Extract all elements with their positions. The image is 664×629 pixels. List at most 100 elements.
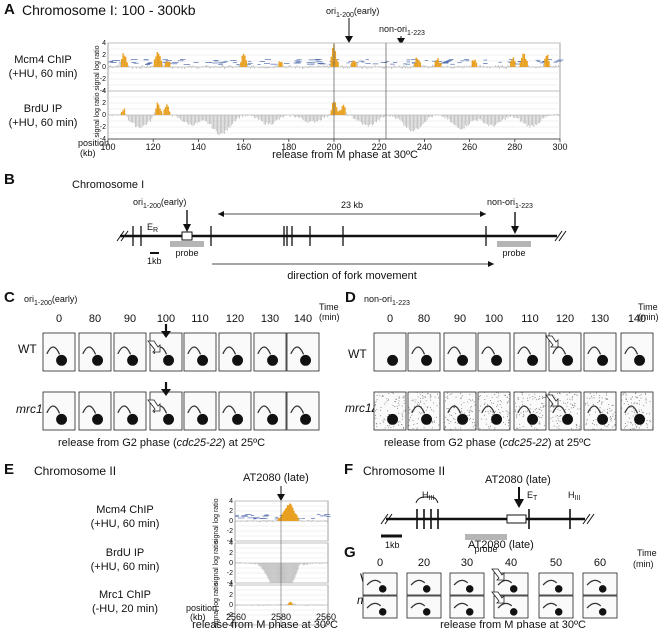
background-speck (416, 429, 418, 431)
background-speck (474, 428, 476, 430)
background-speck (462, 395, 464, 397)
gel-blot (183, 391, 217, 431)
break-mark-right-2 (558, 230, 567, 242)
background-speck (634, 402, 636, 404)
time-point-label: 0 (56, 313, 62, 325)
chart-e-brdu: 420-2-4 (227, 540, 329, 587)
background-speck (553, 406, 555, 408)
background-speck (419, 397, 421, 399)
background-speck (477, 427, 479, 429)
background-speck (562, 402, 564, 404)
background-speck (552, 420, 554, 422)
background-speck (417, 418, 419, 420)
background-speck (568, 408, 570, 410)
background-speck (469, 410, 471, 412)
background-speck (462, 429, 464, 431)
x-tick-label: 260 (462, 142, 477, 152)
background-speck (556, 391, 558, 393)
time-label-g: Time (637, 548, 657, 558)
background-speck (541, 402, 543, 404)
ylabel-e3: signal log ratio (213, 582, 220, 627)
background-speck (587, 404, 589, 406)
time-point-label: 130 (591, 313, 609, 325)
background-speck (420, 400, 422, 402)
background-speck (614, 411, 616, 413)
background-speck (376, 426, 378, 428)
background-speck (402, 397, 404, 399)
replication-arc (290, 346, 305, 355)
time-point-label: 110 (191, 313, 209, 325)
x-tick-label: 2560 (226, 612, 246, 622)
y-tick-label: -2 (100, 76, 106, 83)
background-speck (495, 411, 497, 413)
background-speck (403, 403, 405, 405)
y-tick-label: 2 (229, 508, 233, 515)
background-speck (460, 404, 462, 406)
gel-blot (477, 332, 511, 372)
gel-blot (407, 332, 441, 372)
background-speck (571, 404, 573, 406)
background-speck (576, 412, 578, 414)
background-speck (386, 397, 388, 399)
position-label-a: position (78, 138, 109, 148)
background-speck (533, 411, 535, 413)
background-speck (388, 426, 390, 428)
background-speck (529, 424, 531, 426)
ori-arrowhead-b (183, 224, 191, 232)
background-speck (569, 413, 571, 415)
background-speck (527, 400, 529, 402)
replication-arc (411, 405, 426, 414)
background-speck (566, 394, 568, 396)
background-speck (538, 421, 540, 423)
background-speck (579, 425, 581, 427)
background-speck (624, 426, 626, 428)
background-speck (632, 408, 634, 410)
gel-blot (513, 391, 547, 431)
background-speck (396, 407, 398, 409)
background-speck (614, 425, 616, 427)
background-speck (609, 410, 611, 412)
background-speck (600, 411, 602, 413)
min-label-c: (min) (319, 312, 340, 322)
background-speck (591, 397, 593, 399)
monomer-spot (197, 354, 208, 366)
background-speck (436, 405, 438, 407)
blots-c (42, 324, 320, 431)
background-speck (608, 404, 610, 406)
background-speck (506, 402, 508, 404)
replication-arc (624, 346, 639, 355)
background-speck (572, 404, 574, 406)
background-speck (571, 407, 573, 409)
background-speck (489, 425, 491, 427)
monomer-spot (491, 354, 502, 366)
monomer-spot (163, 354, 174, 366)
background-speck (539, 398, 541, 400)
x-tick-label: 300 (552, 142, 567, 152)
background-speck (626, 425, 628, 427)
background-speck (534, 409, 536, 411)
panel-f-title: Chromosome II (363, 464, 445, 478)
background-speck (407, 401, 409, 403)
background-speck (474, 404, 476, 406)
background-speck (429, 397, 431, 399)
background-speck (539, 417, 541, 419)
background-speck (388, 399, 390, 401)
gel-blot (253, 332, 287, 372)
background-speck (589, 398, 591, 400)
background-speck (447, 408, 449, 410)
break-mark-f-left-2 (384, 513, 393, 525)
replication-arc (82, 405, 97, 414)
background-speck (520, 412, 522, 414)
replication-arc (542, 602, 558, 609)
background-speck (463, 402, 465, 404)
arrow-icon (491, 591, 505, 604)
background-speck (612, 415, 614, 417)
background-speck (564, 409, 566, 411)
xlabel-a: release from M phase at 30ºC (272, 149, 418, 161)
replication-arc (187, 346, 202, 355)
gel-blot (477, 391, 511, 431)
background-speck (483, 403, 485, 405)
background-speck (638, 411, 640, 413)
y-tick-label: 4 (229, 540, 233, 547)
background-speck (509, 403, 511, 405)
